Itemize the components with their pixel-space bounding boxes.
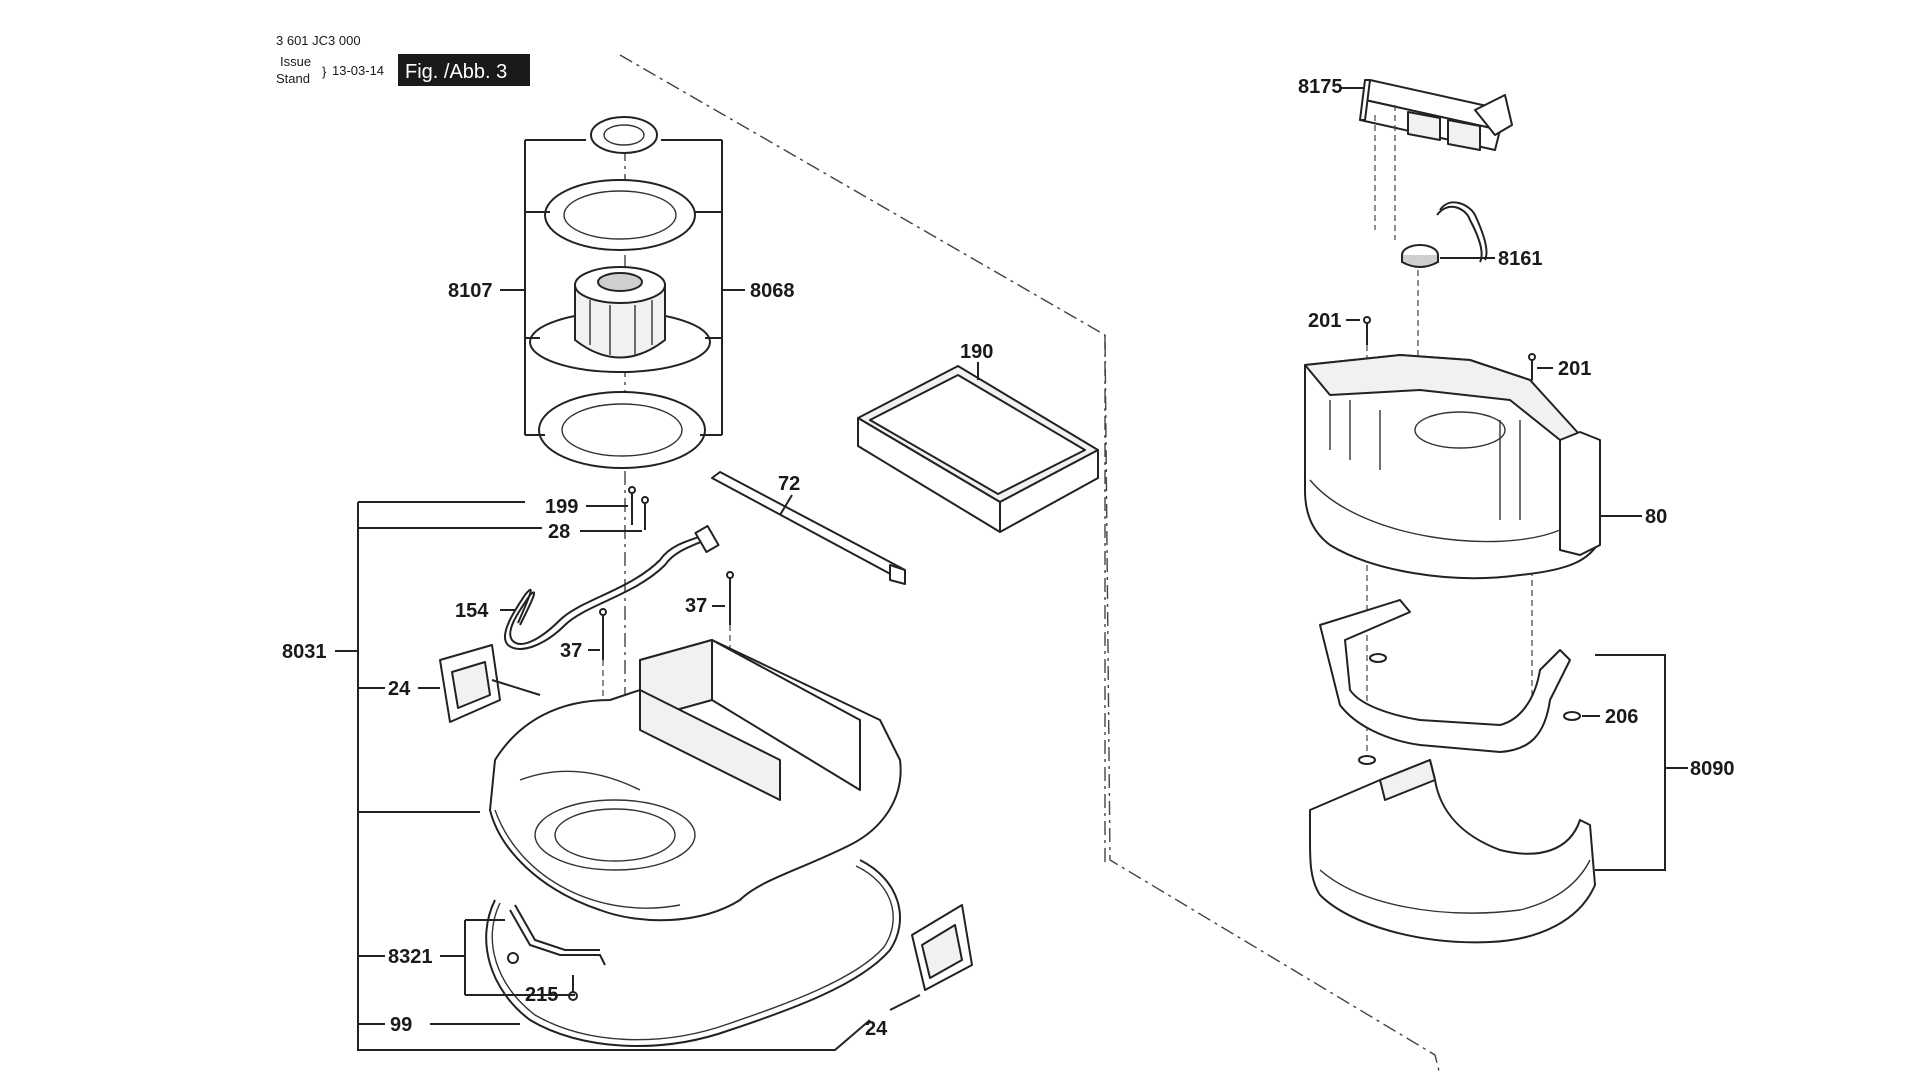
callout-24-upper: 24 xyxy=(388,678,411,700)
callout-206: 206 xyxy=(1605,706,1638,728)
lower-housing xyxy=(489,639,902,922)
bracket-8090 xyxy=(1595,654,1688,871)
callout-80: 80 xyxy=(1645,506,1667,528)
seal-99 xyxy=(485,859,901,1047)
callout-201-right: 201 xyxy=(1558,358,1591,380)
callout-8090: 8090 xyxy=(1690,758,1735,780)
motor xyxy=(529,266,711,373)
figure-label: Fig. /Abb. 3 xyxy=(405,61,507,83)
callout-8031: 8031 xyxy=(282,641,327,663)
callout-99: 99 xyxy=(390,1014,412,1036)
callout-8107: 8107 xyxy=(448,280,493,302)
upper-housing-80 xyxy=(1304,354,1601,580)
lower-shell xyxy=(1309,759,1596,944)
callout-37-right: 37 xyxy=(685,595,707,617)
top-seal-ring xyxy=(590,116,658,154)
callout-8161: 8161 xyxy=(1498,248,1543,270)
callout-215: 215 xyxy=(525,984,558,1006)
motor-assembly xyxy=(500,116,745,870)
bracket-8031 xyxy=(335,501,921,1051)
switch-8161 xyxy=(1401,201,1488,268)
callout-28: 28 xyxy=(548,521,570,543)
figure-label-box xyxy=(398,54,530,86)
brace-glyph: } xyxy=(322,64,327,79)
filter-190 xyxy=(857,362,1099,533)
callout-8068: 8068 xyxy=(750,280,795,302)
assembly-outline xyxy=(619,54,1441,1076)
stand-label: Stand xyxy=(276,71,310,86)
header: 3 601 JC3 000 Issue Stand } 13-03-14 Fig… xyxy=(276,33,530,86)
callout-8321: 8321 xyxy=(388,946,433,968)
callout-190: 190 xyxy=(960,341,993,363)
callout-37-left: 37 xyxy=(560,640,582,662)
callout-201-left: 201 xyxy=(1308,310,1341,332)
issue-date: 13-03-14 xyxy=(332,63,384,78)
bracket-8321 xyxy=(507,904,606,1001)
base-bracket xyxy=(1319,599,1571,765)
callout-24-lower: 24 xyxy=(865,1018,888,1040)
issue-label: Issue xyxy=(280,54,311,69)
callout-72: 72 xyxy=(778,473,800,495)
circuit-board-8175 xyxy=(1340,79,1513,151)
latch-24-lower xyxy=(911,904,973,991)
latch-24-upper xyxy=(439,644,541,723)
strip-72 xyxy=(711,471,906,585)
part-number: 3 601 JC3 000 xyxy=(276,33,361,48)
washer-206 xyxy=(1563,711,1581,721)
callout-154: 154 xyxy=(455,600,489,622)
callout-8175: 8175 xyxy=(1298,76,1343,98)
power-cable-154 xyxy=(504,524,720,650)
screws xyxy=(599,486,734,720)
callout-199: 199 xyxy=(545,496,578,518)
